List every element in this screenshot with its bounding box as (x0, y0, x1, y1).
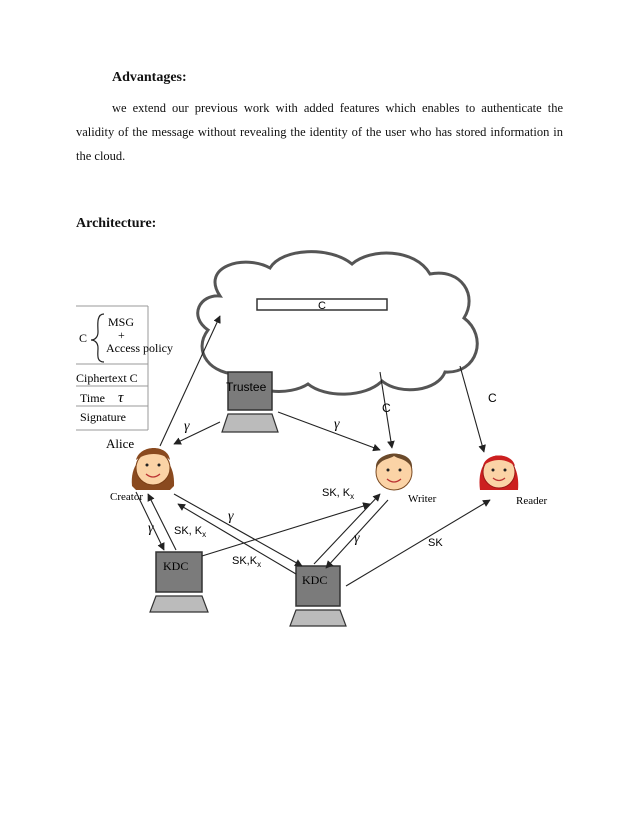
legend-signature: Signature (80, 410, 126, 424)
cloud: C (196, 250, 479, 396)
diagram-arrows (135, 315, 491, 587)
kdc-left-label: KDC (163, 559, 188, 573)
gamma-label-writer-kdc: γ (354, 531, 360, 546)
sk-kx-middle-sub: x (257, 560, 261, 569)
sk-kx-middle-main: SK,K (232, 555, 258, 567)
gamma-label-creator-kdc-left: γ (148, 521, 154, 536)
sk-kx-left-sub: x (202, 530, 206, 539)
cloud-data-box (256, 298, 388, 311)
reader-avatar (479, 455, 519, 490)
ciphertext-legend: C MSG + Access policy Ciphertext C Time … (76, 305, 173, 431)
creator-avatar (131, 448, 175, 490)
legend-msg: MSG (108, 315, 134, 329)
trustee-computer: Trustee (221, 371, 279, 433)
legend-access-policy: Access policy (106, 341, 173, 355)
architecture-heading: Architecture: (76, 216, 157, 231)
sk-kx-writer-sub: x (350, 492, 354, 501)
architecture-diagram: C C MSG + Access policy Ciphertext C Tim… (76, 250, 547, 627)
sk-kx-writer-main: SK, K (322, 487, 351, 499)
creator-label: Creator (110, 491, 143, 503)
legend-c: C (79, 331, 87, 345)
gamma-label-trustee-writer: γ (334, 417, 340, 432)
cloud-label: C (318, 300, 326, 312)
writer-label: Writer (408, 493, 437, 505)
sk-kx-label-left: SK, Kx (174, 525, 206, 539)
legend-time: Time (80, 391, 105, 405)
sk-label-reader: SK (428, 537, 443, 549)
c-label-cloud-writer: C (382, 401, 391, 415)
advantages-paragraph: we extend our previous work with added f… (76, 101, 563, 163)
writer-avatar (375, 453, 413, 491)
reader-label: Reader (516, 495, 547, 507)
legend-plus: + (118, 328, 125, 342)
alice-label: Alice (106, 436, 134, 451)
sk-kx-label-writer: SK, Kx (322, 487, 354, 501)
legend-time-symbol: τ (118, 390, 124, 406)
gamma-label-trustee-creator: γ (184, 419, 190, 434)
advantages-heading: Advantages: (112, 70, 187, 85)
kdc-right-computer: KDC (289, 565, 347, 627)
trustee-label: Trustee (226, 380, 267, 394)
legend-ciphertext: Ciphertext C (76, 371, 138, 385)
sk-kx-left-main: SK, K (174, 525, 203, 537)
kdc-right-label: KDC (302, 573, 327, 587)
sk-kx-label-middle: SK,Kx (232, 555, 261, 569)
gamma-label-creator-kdc-right: γ (228, 509, 234, 524)
c-label-cloud-reader: C (488, 391, 497, 405)
kdc-left-computer: KDC (149, 551, 209, 613)
